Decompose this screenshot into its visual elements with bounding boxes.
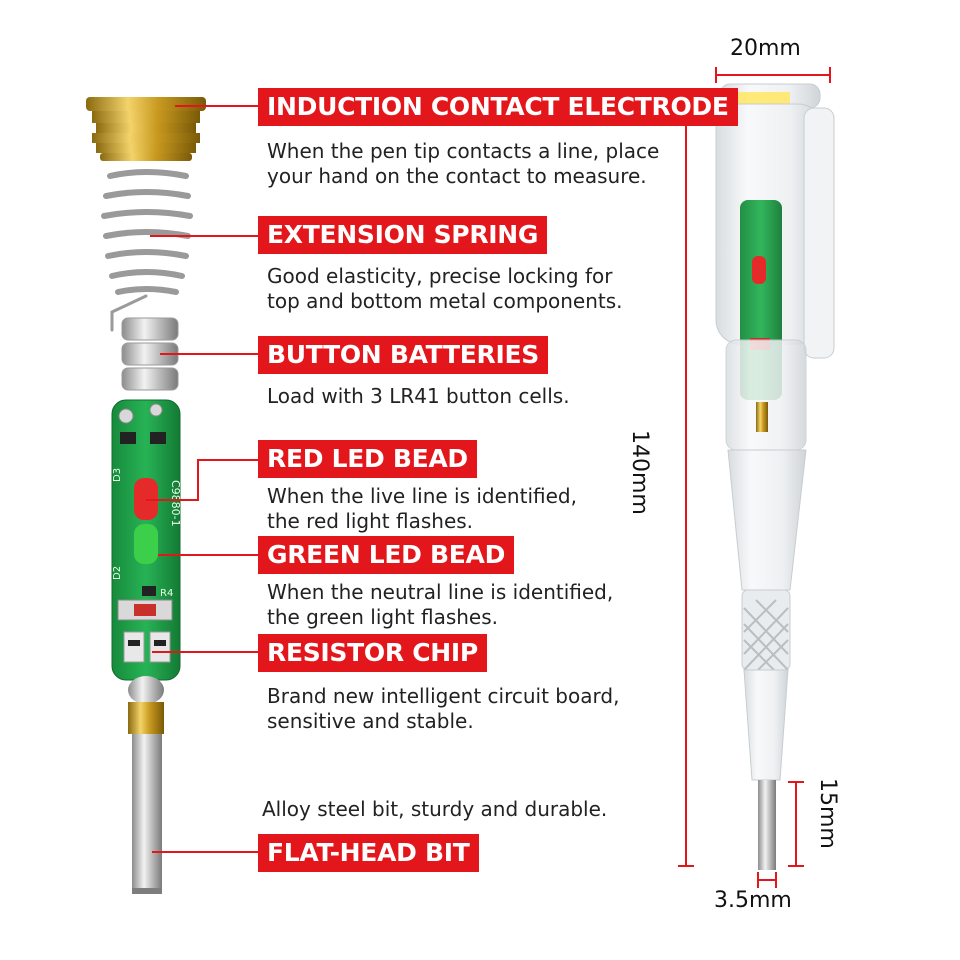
- label-button-batteries: BUTTON BATTERIES: [258, 336, 548, 374]
- circuit-board: D3 D2 R4 C9880-1: [111, 399, 182, 681]
- desc-resistor-chip: Brand new intelligent circuit board, sen…: [267, 684, 619, 734]
- pcb-d3-marking: D3: [112, 468, 123, 482]
- desc-line: Good elasticity, precise locking for: [267, 264, 613, 288]
- desc-extension-spring: Good elasticity, precise locking for top…: [267, 264, 623, 314]
- pocket-clip: [803, 107, 835, 359]
- desc-line: Load with 3 LR41 button cells.: [267, 384, 570, 408]
- desc-line: your hand on the contact to measure.: [267, 164, 647, 188]
- desc-green-led-bead: When the neutral line is identified, the…: [267, 580, 613, 630]
- desc-line: the green light flashes.: [267, 605, 499, 629]
- button-batteries: [121, 317, 179, 391]
- desc-line: sensitive and stable.: [267, 709, 474, 733]
- extension-spring: [101, 169, 193, 332]
- label-extension-spring: EXTENSION SPRING: [258, 216, 548, 254]
- label-induction-contact-electrode: INDUCTION CONTACT ELECTRODE: [258, 88, 738, 126]
- desc-button-batteries: Load with 3 LR41 button cells.: [267, 384, 570, 409]
- dimension-length: 140mm: [627, 430, 652, 515]
- desc-line: When the live line is identified,: [267, 484, 577, 508]
- pcb-d2-marking: D2: [112, 566, 123, 580]
- brass-contact-electrode: [86, 97, 206, 161]
- label-flat-head-bit: FLAT-HEAD BIT: [258, 834, 479, 872]
- dimension-width: 20mm: [730, 36, 801, 61]
- desc-line: When the pen tip contacts a line, place: [267, 139, 660, 163]
- desc-line: Brand new intelligent circuit board,: [267, 684, 620, 708]
- desc-line: Alloy steel bit, sturdy and durable.: [262, 797, 608, 821]
- leader-lines: [146, 105, 262, 853]
- desc-line: top and bottom metal components.: [267, 289, 623, 313]
- label-red-led-bead: RED LED BEAD: [258, 440, 477, 478]
- label-resistor-chip: RESISTOR CHIP: [258, 634, 487, 672]
- pcb-r4-marking: R4: [160, 588, 173, 599]
- dimension-bit-width: 3.5mm: [714, 888, 792, 913]
- desc-induction-contact-electrode: When the pen tip contacts a line, place …: [267, 139, 659, 189]
- desc-line: the red light flashes.: [267, 509, 474, 533]
- desc-flat-head-bit: Alloy steel bit, sturdy and durable.: [262, 797, 607, 822]
- green-led: [134, 524, 158, 564]
- label-green-led-bead: GREEN LED BEAD: [258, 536, 515, 574]
- dimension-bit-length: 15mm: [815, 778, 840, 849]
- desc-red-led-bead: When the live line is identified, the re…: [267, 484, 577, 534]
- flat-head-bit: [128, 676, 164, 894]
- pcb-model-marking: C9880-1: [169, 480, 182, 527]
- dimension-lines: [678, 67, 831, 888]
- assembled-pen: [715, 83, 835, 870]
- desc-line: When the neutral line is identified,: [267, 580, 614, 604]
